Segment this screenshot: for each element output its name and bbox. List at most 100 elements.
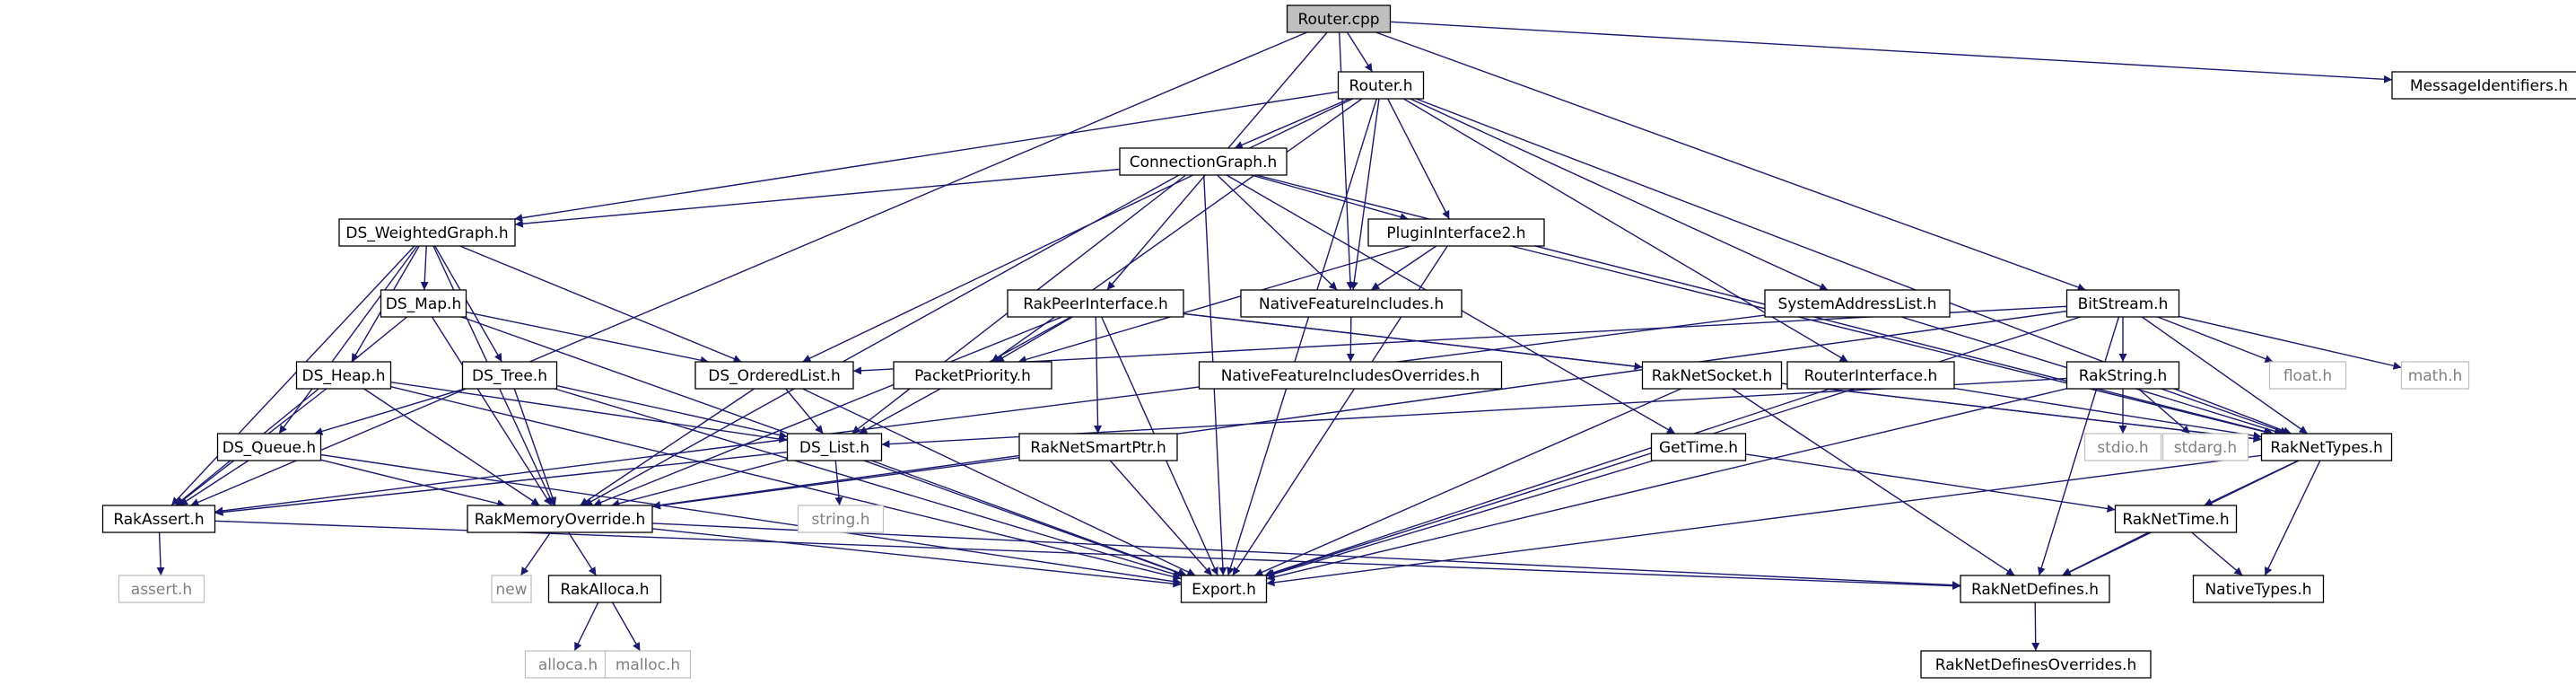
node-export_h[interactable]: Export.h: [1180, 575, 1268, 603]
edge-ds_weightedgraph_h-to-rakassert_h: [170, 245, 415, 506]
node-box-assert_h: [118, 575, 205, 603]
edge-router_cpp-to-router_h: [1346, 31, 1374, 73]
edge-ds_tree_h-to-ds_list_h: [556, 384, 788, 439]
node-label-rakassert_h: RakAssert.h: [113, 511, 204, 529]
edge-connectiongraph_h-to-plugininterface2_h: [1251, 174, 1409, 221]
node-box-raknettime_h: [2114, 505, 2238, 533]
node-label-ds_orderedlist_h: DS_OrderedList.h: [708, 367, 840, 385]
node-label-raknetdefines_h: RakNetDefines.h: [1971, 581, 2099, 599]
edge-router_h-to-packetpriority_h: [991, 98, 1363, 363]
edge-raknettypes_h-to-nativetypes_h: [2264, 460, 2321, 576]
edge-rakalloca_h-to-alloca_h: [573, 602, 599, 652]
edge-ds_list_h-to-export_h: [870, 460, 1188, 577]
node-rakassert_h[interactable]: RakAssert.h: [101, 505, 216, 533]
node-label-malloc_h: malloc.h: [616, 656, 680, 674]
edge-ds_tree_h-to-export_h: [554, 388, 1182, 578]
edge-bitstream_h-to-math_h: [2179, 315, 2402, 370]
edge-ds_weightedgraph_h-to-ds_map_h: [420, 245, 429, 291]
node-rakalloca_h[interactable]: RakAlloca.h: [547, 575, 662, 603]
node-bitstream_h[interactable]: BitStream.h: [2065, 289, 2180, 318]
node-connectiongraph_h[interactable]: ConnectionGraph.h: [1119, 147, 1288, 176]
node-raknetsocket_h[interactable]: RakNetSocket.h: [1641, 361, 1783, 390]
node-nativetypes_h[interactable]: NativeTypes.h: [2192, 575, 2325, 603]
edge-raknetsocket_h-to-raknetdefines_h: [1732, 388, 2015, 576]
node-label-alloca_h: alloca.h: [538, 656, 598, 674]
node-box-math_h: [2400, 361, 2470, 390]
edge-rakmemoryoverride_h-to-new: [520, 531, 552, 576]
node-router_h[interactable]: Router.h: [1337, 71, 1425, 100]
edge-systemaddresslist_h-to-rakassert_h: [214, 314, 1766, 515]
node-label-plugininterface2_h: PluginInterface2.h: [1386, 224, 1525, 242]
node-raknetsmartptr_h[interactable]: RakNetSmartPtr.h: [1018, 433, 1178, 461]
node-box-raknettypes_h: [2260, 433, 2393, 461]
edge-router_h-to-plugininterface2_h: [1387, 98, 1450, 220]
edge-ds_heap_h-to-ds_list_h: [390, 382, 788, 443]
node-label-raknettypes_h: RakNetTypes.h: [2270, 439, 2383, 457]
edges-layer: [156, 21, 2402, 652]
edge-router_h-to-connectiongraph_h: [1234, 98, 1350, 149]
node-ds_list_h[interactable]: DS_List.h: [786, 433, 883, 461]
node-box-ds_heap_h: [295, 361, 392, 390]
edge-raknetsocket_h-to-export_h: [1254, 388, 1681, 576]
node-ds_orderedlist_h[interactable]: DS_OrderedList.h: [694, 361, 854, 390]
node-gettime_h[interactable]: GetTime.h: [1650, 433, 1747, 461]
node-nativefeatureincludes_h[interactable]: NativeFeatureIncludes.h: [1240, 289, 1463, 318]
node-label-router_h: Router.h: [1349, 77, 1413, 95]
node-label-ds_tree_h: DS_Tree.h: [472, 367, 547, 385]
node-raknetdefines_h[interactable]: RakNetDefines.h: [1960, 575, 2110, 603]
node-box-nativefeatureincludes_h: [1240, 289, 1463, 318]
node-box-ds_queue_h: [216, 433, 322, 461]
edge-ds_heap_h-to-export_h: [390, 386, 1182, 581]
node-ds_tree_h[interactable]: DS_Tree.h: [461, 361, 558, 390]
edge-raknetsmartptr_h-to-export_h: [1109, 460, 1213, 576]
edge-router_h-to-ds_weightedgraph_h: [514, 91, 1339, 223]
edge-rakstring_h-to-stdarg_h: [2137, 388, 2191, 435]
edge-rakmemoryoverride_h-to-rakalloca_h: [568, 531, 597, 576]
node-raknettypes_h[interactable]: RakNetTypes.h: [2260, 433, 2393, 461]
edge-router_h-to-systemaddresslist_h: [1410, 98, 1829, 291]
node-label-nativefeatureincludesoverrides_h: NativeFeatureIncludesOverrides.h: [1221, 367, 1480, 385]
node-box-plugininterface2_h: [1367, 218, 1545, 247]
edge-ds_tree_h-to-ds_queue_h: [314, 388, 466, 435]
node-malloc_h: malloc.h: [604, 650, 692, 679]
node-stdarg_h: stdarg.h: [2161, 433, 2249, 461]
node-ds_weightedgraph_h[interactable]: DS_WeightedGraph.h: [338, 218, 516, 247]
node-label-export_h: Export.h: [1192, 581, 1256, 599]
node-packetpriority_h[interactable]: PacketPriority.h: [893, 361, 1052, 390]
node-label-assert_h: assert.h: [131, 581, 192, 599]
node-rakpeerinterface_h[interactable]: RakPeerInterface.h: [1007, 289, 1184, 318]
node-rakmemoryoverride_h[interactable]: RakMemoryOverride.h: [467, 505, 653, 533]
node-label-rakmemoryoverride_h: RakMemoryOverride.h: [475, 511, 646, 529]
edge-bitstream_h-to-raknettypes_h: [2141, 316, 2309, 435]
edge-router_cpp-to-bitstream_h: [1375, 31, 2086, 292]
node-box-router_cpp: [1286, 4, 1392, 33]
node-nativefeatureincludesoverrides_h[interactable]: NativeFeatureIncludesOverrides.h: [1198, 361, 1503, 390]
node-label-gettime_h: GetTime.h: [1659, 439, 1738, 457]
edge-connectiongraph_h-to-ds_weightedgraph_h: [514, 168, 1121, 228]
node-ds_heap_h[interactable]: DS_Heap.h: [295, 361, 392, 390]
node-string_h: string.h: [797, 505, 885, 533]
node-label-stdarg_h: stdarg.h: [2174, 439, 2237, 457]
node-box-ds_list_h: [786, 433, 883, 461]
node-math_h: math.h: [2400, 361, 2470, 390]
node-label-raknetsmartptr_h: RakNetSmartPtr.h: [1030, 439, 1166, 457]
node-raknetdefinesoverrides_h[interactable]: RakNetDefinesOverrides.h: [1920, 650, 2152, 679]
edge-router_h-to-routerinterface_h: [1403, 98, 1848, 363]
node-ds_queue_h[interactable]: DS_Queue.h: [216, 433, 322, 461]
edge-ds_queue_h-to-rakmemoryoverride_h: [320, 459, 506, 508]
node-systemaddresslist_h[interactable]: SystemAddressList.h: [1764, 289, 1951, 318]
node-routerinterface_h[interactable]: RouterInterface.h: [1786, 361, 1955, 390]
node-plugininterface2_h[interactable]: PluginInterface2.h: [1367, 218, 1545, 247]
edge-bitstream_h-to-rakmemoryoverride_h: [651, 310, 2067, 510]
node-assert_h: assert.h: [118, 575, 205, 603]
node-messageidentifiers_h[interactable]: MessageIdentifiers.h: [2391, 71, 2576, 100]
edge-raknetsmartptr_h-to-rakmemoryoverride_h: [651, 457, 1020, 510]
node-raknettime_h[interactable]: RakNetTime.h: [2114, 505, 2238, 533]
node-router_cpp[interactable]: Router.cpp: [1286, 4, 1392, 33]
node-box-messageidentifiers_h: [2391, 71, 2576, 100]
node-ds_map_h[interactable]: DS_Map.h: [380, 289, 467, 318]
node-rakstring_h[interactable]: RakString.h: [2065, 361, 2180, 390]
node-box-ds_map_h: [380, 289, 467, 318]
edge-rakpeerinterface_h-to-raknetsmartptr_h: [1094, 316, 1103, 435]
edge-router_cpp-to-nativefeatureincludes_h: [1339, 31, 1355, 291]
